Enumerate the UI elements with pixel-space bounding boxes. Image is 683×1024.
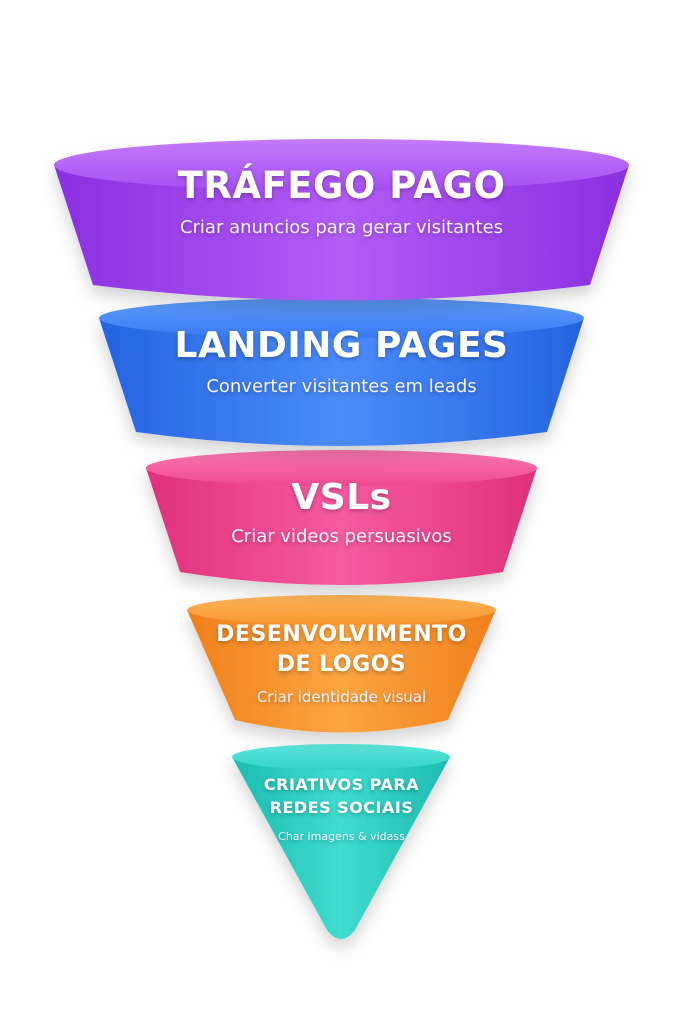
funnel-stage-5 (232, 744, 450, 939)
funnel-stage-3 (146, 450, 537, 585)
funnel-stage-2 (99, 298, 584, 446)
funnel-stage-1 (54, 139, 629, 301)
funnel-stage-4 (187, 595, 496, 733)
